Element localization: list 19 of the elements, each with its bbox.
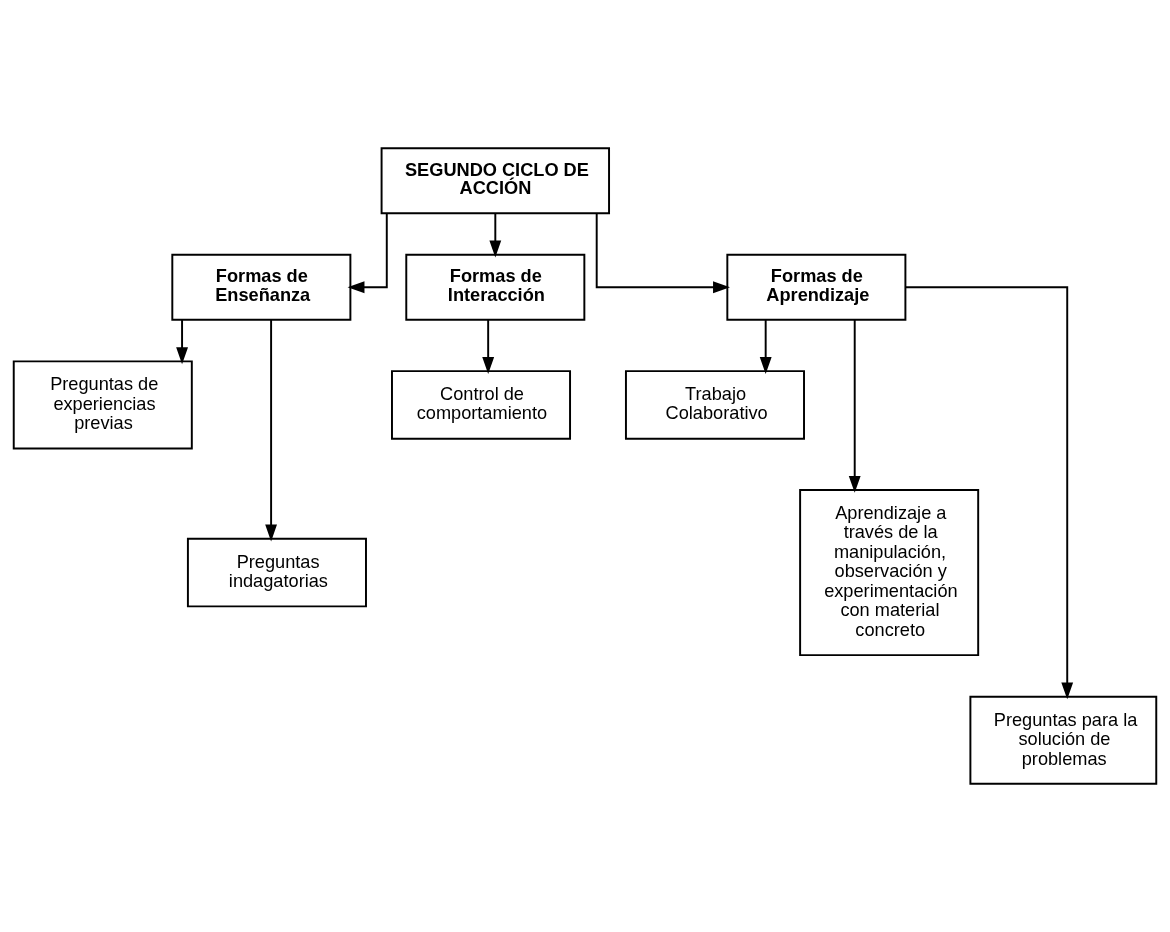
node-box: Preguntas para la solución de problemas <box>969 695 1158 785</box>
node-box: Aprendizaje a través de la manipulación, observación y experimentación con material concreto <box>799 489 980 657</box>
arrow <box>595 212 730 294</box>
arrow <box>347 212 388 294</box>
arrow <box>848 319 861 493</box>
arrow <box>904 286 1074 700</box>
node-box: SEGUNDO CICLO DE ACCIÓN <box>380 147 611 215</box>
node-box: Control de comportamiento <box>391 370 572 440</box>
node-box: Trabajo Colaborativo <box>624 370 805 440</box>
node-box: Formas de Aprendizaje <box>726 253 907 321</box>
arrow <box>482 319 495 375</box>
node-box: Formas de Enseñanza <box>171 253 352 321</box>
arrow <box>759 319 772 375</box>
node-box: Formas de Interacción <box>405 253 586 321</box>
arrow <box>489 212 502 258</box>
node-box: Preguntas de experiencias previas <box>12 360 193 450</box>
node-box: Preguntas indagatorias <box>186 537 367 608</box>
arrow <box>176 319 188 365</box>
arrow <box>265 319 278 542</box>
